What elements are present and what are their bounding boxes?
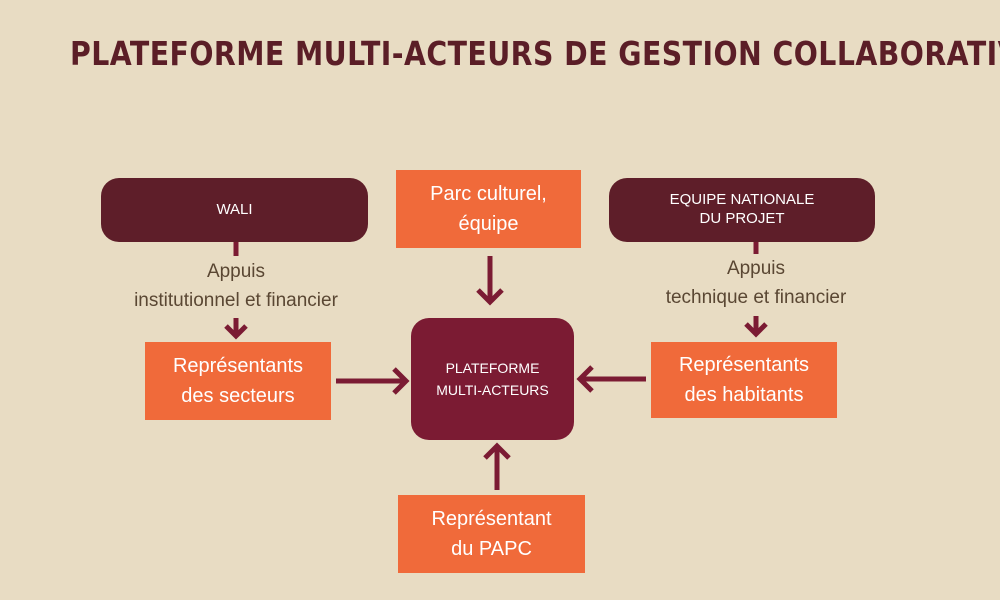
node-habitants-line1: Représentants <box>678 354 810 376</box>
node-secteurs-line1: Représentants <box>172 355 304 377</box>
node-plateforme-line2: MULTI-ACTEURS <box>436 382 549 398</box>
node-equipe-line2: DU PROJET <box>699 210 785 227</box>
node-equipe-nationale: EQUIPE NATIONALE DU PROJET <box>609 178 875 242</box>
node-parc-line2: équipe <box>458 213 519 235</box>
node-representants-habitants: Représentants des habitants <box>651 342 837 418</box>
arrow-parc-to-plateforme-head <box>476 288 504 306</box>
arrow-papc-to-plateforme-head <box>483 442 511 460</box>
node-papc-line1: Représentant <box>431 508 552 530</box>
node-parc-line1: Parc culturel, <box>430 183 547 205</box>
annotation-left-line1: Appuis <box>206 261 266 282</box>
annotation-left-line2: institutionnel et financier <box>134 290 338 312</box>
node-plateforme-line1: PLATEFORME <box>445 359 540 376</box>
arrow-secteurs-to-plateforme-head <box>392 367 410 395</box>
diagram-title: PLATEFORME MULTI-ACTEURS DE GESTION COLL… <box>70 34 1000 73</box>
arrow-equipe-to-habitants-head <box>744 322 768 338</box>
node-representants-secteurs: Représentants des secteurs <box>145 342 331 420</box>
node-habitants-line2: des habitants <box>684 384 804 406</box>
node-equipe-line1: EQUIPE NATIONALE <box>669 191 815 209</box>
node-wali: WALI <box>101 178 368 242</box>
node-secteurs-line2: des secteurs <box>181 385 295 407</box>
arrow-wali-to-secteurs-head <box>224 324 248 340</box>
arrow-habitants-to-plateforme-head <box>576 365 594 393</box>
annotation-appuis-institutionnel: Appuis institutionnel et financier <box>86 257 386 316</box>
annotation-right-line2: technique et financier <box>665 287 847 309</box>
node-parc-culturel: Parc culturel, équipe <box>396 170 581 248</box>
annotation-appuis-technique: Appuis technique et financier <box>606 254 906 313</box>
annotation-right-line1: Appuis <box>726 258 786 279</box>
node-representant-papc: Représentant du PAPC <box>398 495 585 573</box>
node-plateforme-multi-acteurs: PLATEFORME MULTI-ACTEURS <box>411 318 574 440</box>
node-papc-line2: du PAPC <box>451 538 532 560</box>
node-wali-label: WALI <box>216 200 253 218</box>
